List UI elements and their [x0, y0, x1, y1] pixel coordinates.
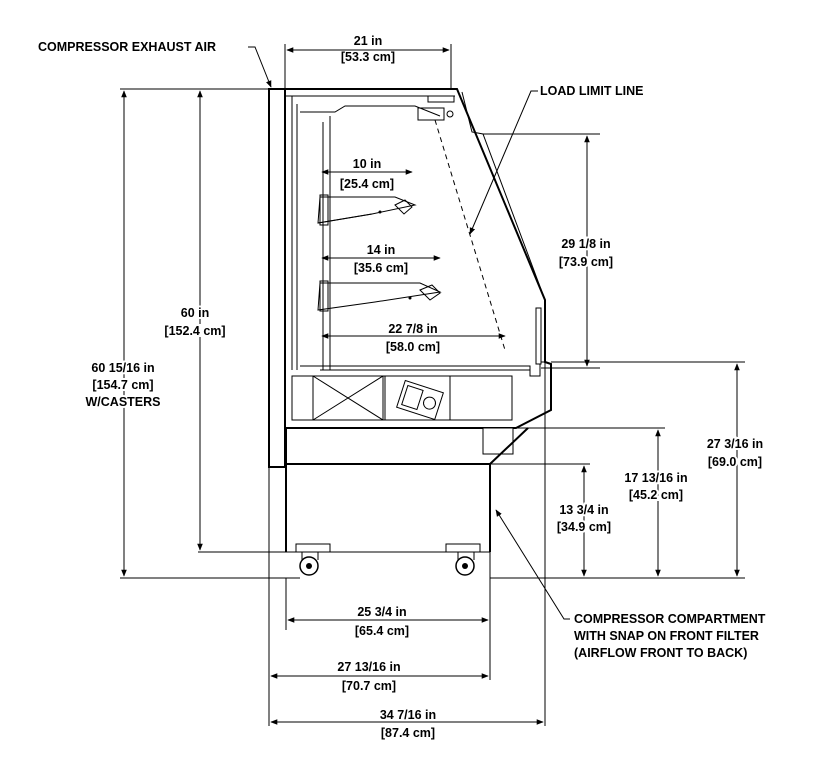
compartment-front	[489, 427, 529, 552]
compartment-label-line2: WITH SNAP ON FRONT FILTER	[574, 629, 759, 643]
deck-depth-imperial: 22 7/8 in	[388, 322, 437, 336]
height-body-imperial: 60 in	[181, 306, 210, 320]
deck-depth-metric: [58.0 cm]	[386, 340, 440, 354]
evaporator-section	[291, 375, 513, 421]
deck-height-metric: [69.0 cm]	[708, 455, 762, 469]
side-glass	[461, 91, 546, 301]
dimension-labels: 21 in [53.3 cm] 10 in [25.4 cm] 14 in [3…	[84, 34, 766, 740]
load-limit-leader	[469, 90, 538, 235]
canopy-fixture	[417, 107, 445, 121]
shelf-upper-imperial: 10 in	[353, 157, 382, 171]
front-profile	[285, 88, 552, 429]
upper-shelf	[317, 194, 417, 226]
compressor-exhaust-label: COMPRESSOR EXHAUST AIR	[38, 40, 216, 54]
height-casters-imperial: 60 15/16 in	[91, 361, 154, 375]
deck-pan	[300, 361, 545, 377]
extension-lines	[120, 44, 745, 726]
lower-front-trim	[482, 427, 514, 455]
canopy-bolt	[446, 110, 454, 118]
shelf-upper-metric: [25.4 cm]	[340, 177, 394, 191]
load-limit-dashed-line	[434, 119, 506, 351]
canopy-light	[427, 95, 455, 103]
top-width-imperial: 21 in	[354, 34, 383, 48]
load-limit-label: LOAD LIMIT LINE	[540, 84, 643, 98]
opening-height-metric: [73.9 cm]	[559, 255, 613, 269]
compartment-height-imperial: 13 3/4 in	[559, 503, 608, 517]
base-width-imperial: 25 3/4 in	[357, 605, 406, 619]
base-cabinet	[285, 428, 491, 552]
dimension-lines	[121, 47, 740, 725]
front-post	[535, 307, 542, 365]
height-casters-metric: [154.7 cm]	[92, 378, 153, 392]
overall-depth-metric: [87.4 cm]	[381, 726, 435, 740]
compartment-height-metric: [34.9 cm]	[557, 520, 611, 534]
caster-front	[445, 543, 481, 576]
base-top-height-metric: [45.2 cm]	[629, 488, 683, 502]
caster-rear	[295, 543, 331, 576]
compressor-exhaust-leader	[248, 46, 272, 88]
opening-height-imperial: 29 1/8 in	[561, 237, 610, 251]
lower-shelf	[317, 280, 442, 312]
compartment-width-imperial: 27 13/16 in	[337, 660, 400, 674]
overall-depth-imperial: 34 7/16 in	[380, 708, 436, 722]
case-outline	[268, 88, 552, 576]
shelf-lower-imperial: 14 in	[367, 243, 396, 257]
compartment-width-metric: [70.7 cm]	[342, 679, 396, 693]
inner-liner	[300, 105, 441, 370]
canopy	[285, 95, 455, 370]
deck-height-imperial: 27 3/16 in	[707, 437, 763, 451]
height-body-metric: [152.4 cm]	[164, 324, 225, 338]
height-casters-note: W/CASTERS	[86, 395, 161, 409]
base-width-metric: [65.4 cm]	[355, 624, 409, 638]
top-width-metric: [53.3 cm]	[341, 50, 395, 64]
compartment-label-line1: COMPRESSOR COMPARTMENT	[574, 612, 766, 626]
base-top-height-imperial: 17 13/16 in	[624, 471, 687, 485]
back-wall	[268, 88, 286, 468]
compartment-label-line3: (AIRFLOW FRONT TO BACK)	[574, 646, 747, 660]
shelf-lower-metric: [35.6 cm]	[354, 261, 408, 275]
callouts: COMPRESSOR EXHAUST AIR LOAD LIMIT LINE C…	[38, 40, 766, 660]
leader-lines	[248, 46, 570, 620]
compartment-leader	[495, 509, 570, 620]
